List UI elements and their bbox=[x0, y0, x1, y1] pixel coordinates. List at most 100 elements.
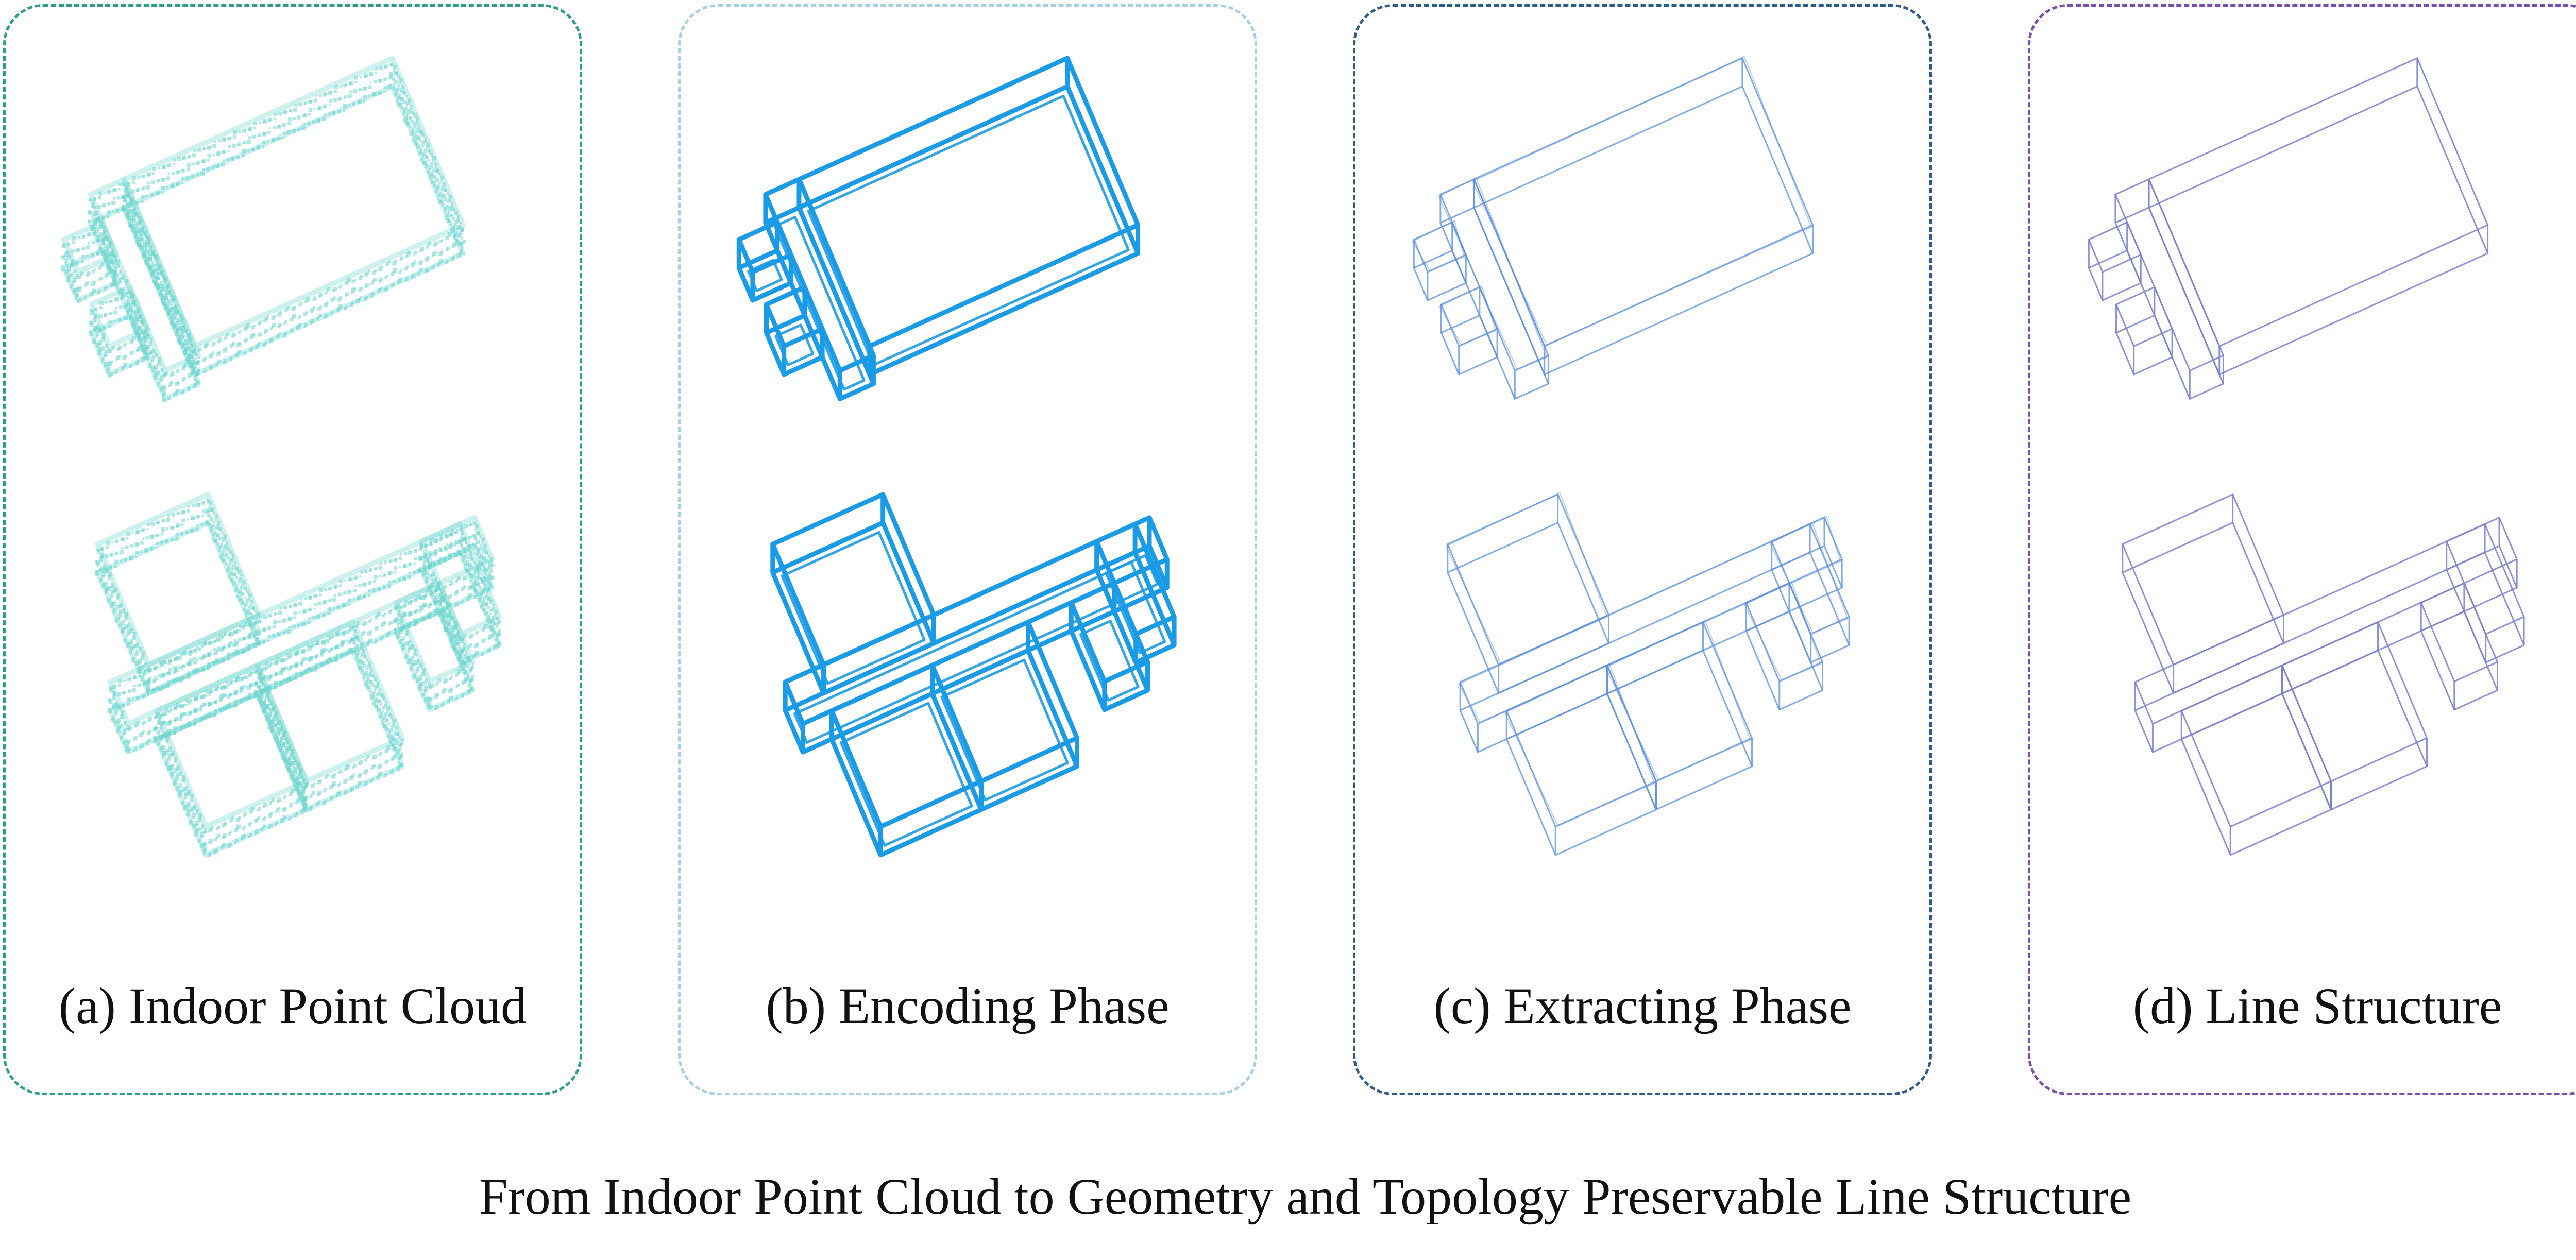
point-speck bbox=[419, 595, 423, 600]
point-speck bbox=[428, 574, 432, 577]
point-speck bbox=[165, 288, 168, 291]
point-speck bbox=[98, 227, 100, 229]
point-speck bbox=[133, 316, 137, 320]
point-speck bbox=[181, 518, 185, 522]
point-speck bbox=[122, 356, 127, 361]
point-speck bbox=[432, 265, 435, 268]
point-speck bbox=[292, 314, 296, 318]
point-speck bbox=[282, 131, 286, 135]
point-speck bbox=[267, 131, 271, 135]
point-speck bbox=[383, 86, 387, 89]
point-speck bbox=[214, 518, 217, 521]
point-speck bbox=[432, 156, 436, 160]
point-speck bbox=[76, 287, 81, 292]
point-speck bbox=[438, 181, 442, 184]
point-speck bbox=[204, 343, 209, 348]
wall-band bbox=[255, 619, 405, 784]
point-speck bbox=[368, 661, 371, 665]
point-speck bbox=[130, 298, 132, 301]
point-speck bbox=[180, 713, 185, 718]
point-speck bbox=[212, 144, 216, 148]
point-speck bbox=[357, 651, 361, 655]
point-speck bbox=[496, 635, 498, 638]
point-speck bbox=[375, 684, 379, 688]
point-speck bbox=[112, 698, 115, 701]
point-speck bbox=[185, 530, 189, 534]
point-speck bbox=[267, 716, 272, 720]
point-speck bbox=[135, 240, 140, 245]
point-speck bbox=[481, 551, 484, 553]
point-speck bbox=[124, 614, 128, 619]
point-speck bbox=[283, 729, 286, 733]
point-speck bbox=[366, 668, 369, 670]
point-speck bbox=[286, 653, 290, 657]
point-speck bbox=[222, 836, 225, 839]
point-speck bbox=[113, 310, 118, 315]
point-speck bbox=[457, 242, 462, 246]
point-speck bbox=[154, 727, 158, 730]
point-speck bbox=[449, 195, 452, 198]
point-speck bbox=[355, 785, 359, 789]
point-speck bbox=[221, 540, 224, 543]
point-speck bbox=[355, 299, 360, 303]
point-speck bbox=[492, 616, 495, 619]
point-speck bbox=[133, 747, 138, 751]
point-speck bbox=[335, 654, 338, 657]
point-speck bbox=[138, 225, 140, 228]
point-speck bbox=[170, 707, 173, 710]
point-speck bbox=[251, 624, 256, 628]
point-speck bbox=[331, 781, 336, 786]
point-speck bbox=[144, 260, 148, 264]
point-speck bbox=[115, 359, 118, 361]
point-speck bbox=[181, 379, 184, 382]
point-speck bbox=[116, 539, 119, 542]
point-speck bbox=[262, 343, 266, 347]
point-speck bbox=[419, 148, 422, 151]
point-speck bbox=[423, 604, 427, 608]
point-speck bbox=[228, 832, 231, 836]
point-speck bbox=[398, 604, 400, 606]
point-speck bbox=[176, 328, 180, 332]
point-speck bbox=[460, 650, 464, 654]
point-speck bbox=[398, 630, 403, 635]
point-speck bbox=[259, 320, 262, 323]
point-speck bbox=[195, 830, 198, 833]
point-speck bbox=[457, 215, 460, 218]
point-speck bbox=[374, 80, 377, 83]
point-speck bbox=[126, 214, 129, 217]
point-speck bbox=[132, 216, 135, 219]
point-speck bbox=[251, 628, 254, 631]
point-speck bbox=[135, 529, 140, 534]
point-speck bbox=[456, 578, 459, 581]
point-speck bbox=[167, 312, 170, 315]
point-speck bbox=[245, 610, 249, 615]
point-speck bbox=[438, 252, 443, 257]
point-speck bbox=[197, 669, 200, 672]
point-speck bbox=[491, 585, 494, 588]
point-speck bbox=[289, 109, 292, 112]
point-speck bbox=[113, 694, 115, 696]
point-speck bbox=[421, 155, 424, 158]
point-speck bbox=[276, 741, 280, 745]
point-speck bbox=[449, 639, 453, 643]
point-speck bbox=[466, 658, 470, 662]
point-speck bbox=[120, 725, 124, 729]
point-speck bbox=[115, 297, 120, 301]
point-speck bbox=[463, 575, 468, 580]
point-speck bbox=[389, 741, 392, 744]
point-speck bbox=[244, 340, 246, 343]
point-speck bbox=[410, 111, 414, 114]
point-speck bbox=[331, 634, 335, 638]
point-speck bbox=[296, 763, 300, 767]
point-speck bbox=[200, 172, 205, 176]
point-speck bbox=[374, 269, 377, 273]
point-speck bbox=[192, 162, 195, 165]
point-speck bbox=[130, 649, 132, 651]
point-speck bbox=[248, 836, 250, 838]
point-speck bbox=[414, 562, 416, 565]
point-speck bbox=[419, 605, 422, 608]
point-speck bbox=[330, 312, 333, 316]
point-speck bbox=[358, 781, 362, 785]
point-speck bbox=[446, 246, 450, 250]
point-speck bbox=[420, 260, 423, 263]
